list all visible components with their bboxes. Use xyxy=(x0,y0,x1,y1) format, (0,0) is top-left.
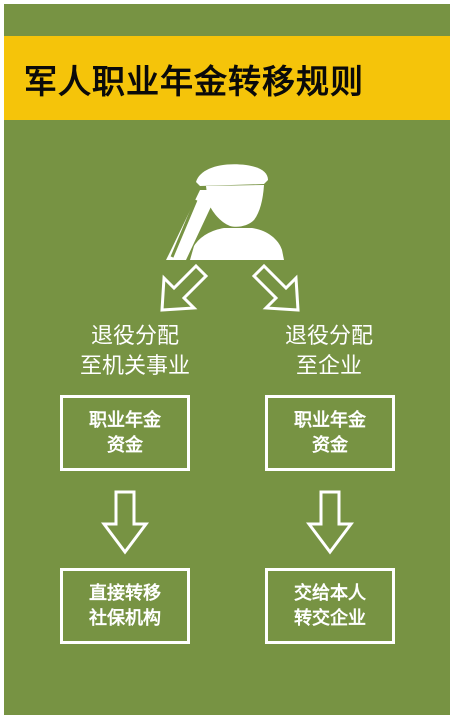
left-box1-line2: 资金 xyxy=(107,435,143,456)
right-box1-line2: 资金 xyxy=(312,435,348,456)
right-label-line1: 退役分配 xyxy=(284,324,373,349)
left-label-line2: 至机关事业 xyxy=(79,354,190,379)
green-panel xyxy=(4,4,450,715)
right-box1-line1: 职业年金 xyxy=(294,410,366,431)
title-bar xyxy=(4,36,450,120)
left-fund-box: 职业年金 资金 xyxy=(60,395,190,471)
left-label-line1: 退役分配 xyxy=(90,324,179,349)
left-box2-line2: 社保机构 xyxy=(89,608,161,629)
left-box2-line1: 直接转移 xyxy=(89,583,161,604)
saluting-soldier-icon xyxy=(166,164,284,260)
right-box2-line2: 转交企业 xyxy=(294,608,366,629)
arrow-down-right-icon xyxy=(251,263,300,312)
left-box1-line1: 职业年金 xyxy=(89,410,161,431)
left-branch-label: 退役分配 至机关事业 xyxy=(45,322,225,382)
right-branch-label: 退役分配 至企业 xyxy=(239,322,419,382)
arrow-down-left-column-icon xyxy=(101,490,149,555)
left-destination-box: 直接转移 社保机构 xyxy=(60,568,190,644)
page-title: 军人职业年金转移规则 xyxy=(24,62,364,101)
right-label-line2: 至企业 xyxy=(295,354,362,379)
right-destination-box: 交给本人 转交企业 xyxy=(265,568,395,644)
arrow-down-right-column-icon xyxy=(306,490,354,555)
arrow-down-left-icon xyxy=(160,263,209,312)
right-fund-box: 职业年金 资金 xyxy=(265,395,395,471)
right-box2-line1: 交给本人 xyxy=(294,583,366,604)
